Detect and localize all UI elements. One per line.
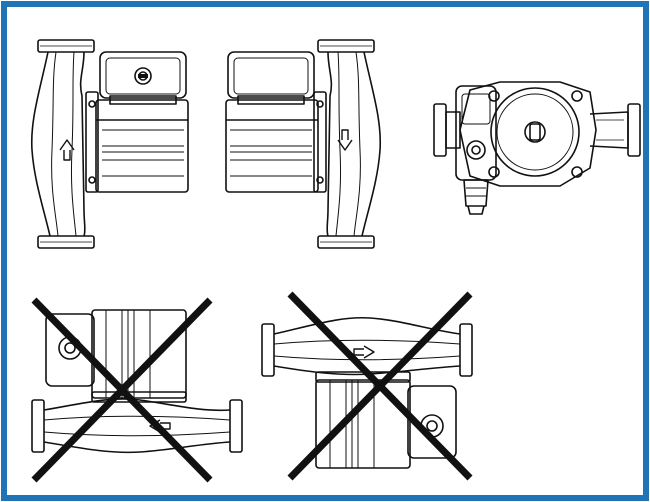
vent-screw-icon: [524, 121, 546, 143]
bolt-icon: [571, 166, 583, 178]
bolt-icon: [571, 90, 583, 102]
vent-screw-icon: [134, 67, 152, 85]
cross-out-mark-right: [287, 291, 473, 481]
top-flange: [37, 39, 95, 53]
pump-housing-body: [30, 51, 51, 237]
cable-gland: [463, 179, 489, 207]
pump-housing-body: [361, 51, 382, 237]
bottom-flange: [317, 235, 375, 249]
motor-cover: [490, 87, 580, 177]
pump-housing-body: [43, 398, 231, 412]
flow-arrow-down-icon: [337, 129, 353, 151]
flow-arrow-right-icon: [353, 345, 375, 359]
left-flange: [31, 399, 45, 453]
pump-housing-outline: [459, 81, 597, 187]
motor-block: [315, 379, 411, 469]
right-flange: [229, 399, 243, 453]
flow-arrow-up-icon: [59, 139, 75, 161]
bolt-icon: [488, 90, 500, 102]
pump-vertical-flow-up: [30, 39, 189, 249]
terminal-box: [407, 385, 457, 459]
motor-block: [225, 99, 319, 193]
top-flange: [317, 39, 375, 53]
terminal-box: [227, 51, 315, 99]
right-flange: [459, 323, 473, 377]
motor-block: [95, 99, 189, 193]
terminal-box: [99, 51, 187, 99]
bolt-icon: [488, 166, 500, 178]
left-flange: [261, 323, 275, 377]
cross-out-mark-left: [31, 297, 213, 483]
bottom-flange: [37, 235, 95, 249]
pump-vertical-flow-down: [225, 39, 382, 249]
terminal-box: [45, 313, 95, 387]
pump-front-view: [433, 81, 641, 215]
motor-block: [91, 309, 187, 399]
